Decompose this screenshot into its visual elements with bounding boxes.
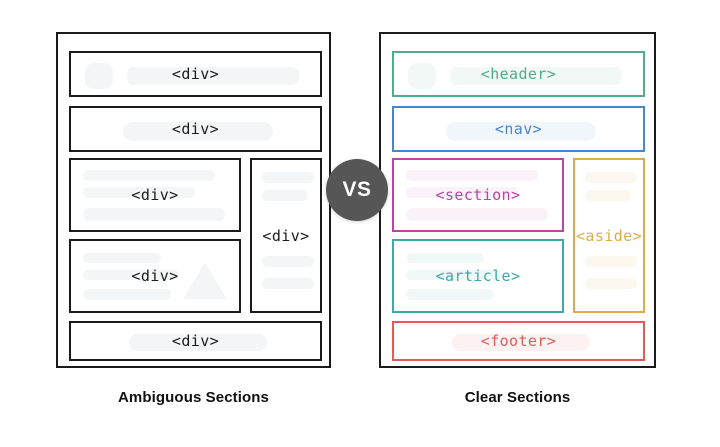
article-label: <article> [435,267,521,285]
skeleton-bar [262,278,314,289]
skeleton-bar [446,122,596,141]
div-box-article-area: <div> [69,239,241,313]
footer-label: <footer> [480,332,557,350]
div-box-section-area: <div> [69,158,241,232]
skeleton-bar [406,187,518,198]
skeleton-bar [127,67,299,85]
footer-box: <footer> [392,321,645,361]
skeleton-bar [406,208,548,221]
header-box: <header> [392,51,645,97]
div-box-header-area: <div> [69,51,322,97]
skeleton-bar [83,208,225,221]
skeleton-bar [585,190,631,201]
vs-badge: VS [326,159,388,221]
nav-box: <nav> [392,106,645,152]
section-label: <section> [435,186,521,204]
aside-box: <aside> [573,158,645,313]
skeleton-bar [83,170,215,181]
box-label: <div> [171,332,220,350]
clear-panel-inner: <header> <nav> <section> <article> [392,51,645,361]
skeleton-bar [406,170,538,181]
section-box: <section> [392,158,564,232]
skeleton-bar [585,256,637,267]
box-label: <div> [171,120,220,138]
skeleton-bar [406,289,494,300]
ambiguous-panel-inner: <div> <div> <div> <div> [69,51,322,361]
skeleton-bar [83,270,179,280]
clear-sections-panel: <header> <nav> <section> <article> [379,32,656,368]
div-box-footer-area: <div> [69,321,322,361]
aside-label: <aside> [575,226,642,245]
skeleton-bar [129,334,267,351]
skeleton-triangle [183,263,227,299]
div-box-nav-area: <div> [69,106,322,152]
skeleton-avatar [408,63,436,89]
skeleton-bar [123,122,273,141]
skeleton-avatar [85,63,113,89]
skeleton-bar [262,256,314,267]
skeleton-bar [585,172,637,183]
skeleton-bar [406,270,502,280]
skeleton-bar [262,172,314,183]
ambiguous-sections-panel: <div> <div> <div> <div> [56,32,331,368]
skeleton-bar [83,289,171,300]
clear-sections-caption: Clear Sections [464,389,571,406]
skeleton-bar [83,253,161,263]
skeleton-bar [452,334,590,351]
header-label: <header> [480,65,557,83]
skeleton-bar [450,67,622,85]
skeleton-bar [406,253,484,263]
box-label: <div> [262,226,310,245]
skeleton-bar [262,190,308,201]
ambiguous-sections-caption: Ambiguous Sections [118,389,269,406]
article-box: <article> [392,239,564,313]
skeleton-bar [585,278,637,289]
nav-label: <nav> [494,120,543,138]
div-box-aside-area: <div> [250,158,322,313]
skeleton-bar [83,187,195,198]
box-label: <div> [131,267,179,285]
box-label: <div> [131,186,179,204]
box-label: <div> [171,65,220,83]
